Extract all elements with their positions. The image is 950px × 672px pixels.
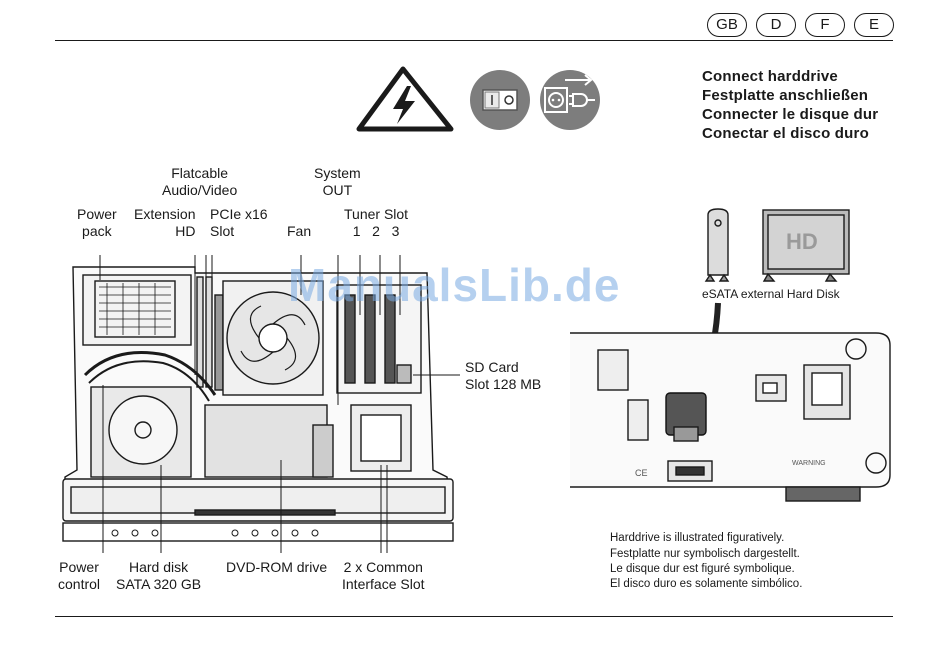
power-switch-icon: [470, 70, 530, 130]
footer-rule: [55, 616, 893, 617]
lang-gb[interactable]: GB: [707, 13, 747, 37]
label-tuner-slot: Tuner Slot 1 2 3: [344, 206, 408, 240]
label-system-out: System OUT: [314, 165, 361, 199]
label-extension-hd: Extension HD: [134, 206, 195, 240]
watermark: ManualsLib.de: [288, 259, 621, 311]
note-d: Festplatte nur symbolisch dargestellt.: [610, 548, 800, 560]
label-power-pack: Power pack: [77, 206, 117, 240]
label-power-control-line1: Power: [59, 559, 99, 575]
label-tuner-line1: Tuner Slot: [344, 206, 409, 222]
label-sd-line1: SD Card: [465, 359, 519, 375]
label-hard-disk-line2: SATA 320 GB: [116, 576, 202, 592]
label-tuner-line2: 1 2 3: [352, 223, 400, 239]
high-voltage-icon: [356, 66, 454, 132]
lang-e[interactable]: E: [854, 13, 894, 37]
note-f: Le disque dur est figuré symbolique.: [610, 563, 795, 575]
label-pcie-line1: PCIe x16: [210, 206, 268, 222]
label-pcie-line2: Slot: [210, 223, 235, 239]
rear-panel-warning-label: WARNING: [792, 460, 826, 467]
title-f: Connecter le disque dur: [702, 106, 879, 123]
note-gb: Harddrive is illustrated figuratively.: [610, 532, 785, 544]
hd-box-label: HD: [786, 229, 818, 254]
label-power-control-line2: control: [58, 576, 101, 592]
rear-panel-cert-mark: CE: [635, 468, 648, 478]
label-extension-line1: Extension: [134, 206, 196, 222]
lang-f[interactable]: F: [805, 13, 845, 37]
title-e: Conectar el disco duro: [702, 125, 869, 142]
label-power-pack-line2: pack: [82, 223, 112, 239]
label-sd-line2: Slot 128 MB: [465, 376, 542, 392]
label-ci-line2: Interface Slot: [342, 576, 425, 592]
note-e: El disco duro es solamente simbólico.: [610, 578, 803, 590]
hd-box: [762, 209, 850, 282]
label-system-out-line1: System: [314, 165, 361, 181]
lang-d[interactable]: D: [756, 13, 796, 37]
label-pcie: PCIe x16 Slot: [210, 206, 268, 240]
warning-icons: [356, 66, 600, 132]
label-hard-disk: Hard disk SATA 320 GB: [116, 559, 201, 593]
receiver-interior-illustration: [62, 255, 460, 553]
label-sd-card: SD Card Slot 128 MB: [465, 359, 541, 393]
label-fan: Fan: [287, 223, 312, 239]
label-flatcable-line1: Flatcable: [171, 165, 229, 181]
title-d: Festplatte anschließen: [702, 87, 869, 104]
unplug-icon: [540, 70, 600, 130]
tower-drive: [704, 208, 730, 282]
esata-connection-illustration: [570, 208, 891, 502]
title-gb: Connect harddrive: [702, 68, 838, 85]
label-ci-slot: 2 x Common Interface Slot: [342, 559, 425, 593]
label-hard-disk-line1: Hard disk: [128, 559, 189, 575]
label-ci-line1: 2 x Common: [343, 559, 423, 575]
label-system-out-line2: OUT: [322, 182, 353, 198]
label-power-pack-line1: Power: [77, 206, 117, 222]
header-rule: [55, 40, 893, 41]
label-power-control: Power control: [58, 559, 100, 593]
label-esata: eSATA external Hard Disk: [702, 287, 840, 301]
label-dvd: DVD-ROM drive: [226, 559, 328, 575]
label-flatcable: Flatcable Audio/Video: [162, 165, 237, 199]
label-flatcable-line2: Audio/Video: [162, 182, 238, 198]
label-extension-line2: HD: [175, 223, 196, 239]
